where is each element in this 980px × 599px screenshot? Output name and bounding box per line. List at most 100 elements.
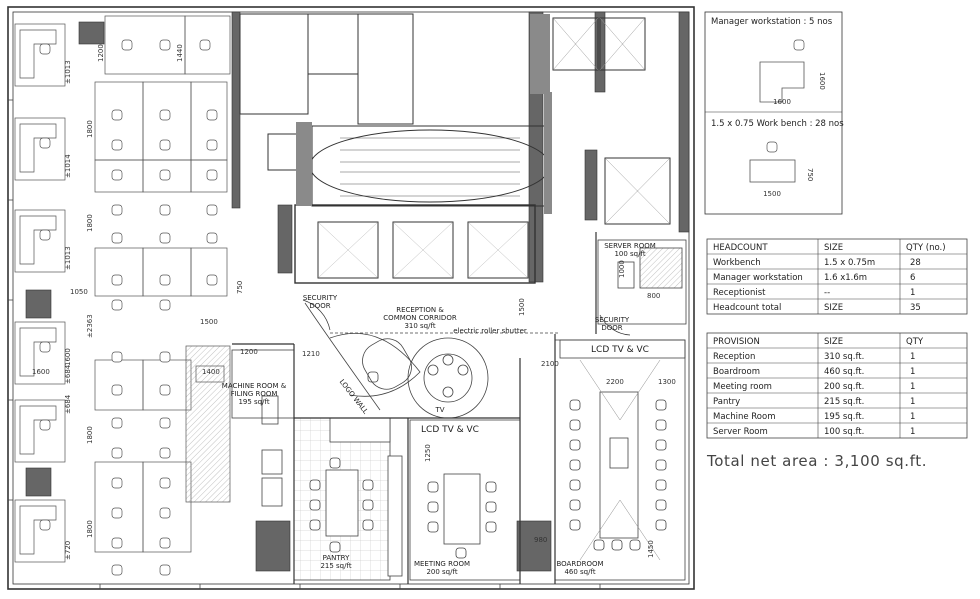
provision-row-2-col-1: Boardroom: [713, 367, 760, 377]
provision-row-6-col-1: Server Room: [713, 427, 768, 437]
dim-1600a: 1600: [64, 348, 72, 366]
headcount-row-4-col-1: Headcount total: [713, 303, 781, 313]
dim-1800a: 1800: [86, 120, 94, 138]
security-door-left-1: SECURITY: [303, 294, 338, 302]
partitions: [232, 232, 631, 584]
provision-row-1-col-2: 310 sq.ft.: [824, 352, 864, 362]
total-net-area: Total net area : 3,100 sq.ft.: [706, 452, 927, 470]
dim-2100: 2100: [541, 360, 559, 368]
headcount-row-1-col-3: 28: [910, 258, 921, 268]
legend-manager-label: Manager workstation : 5 nos: [711, 17, 833, 27]
headcount-row-4-col-2: SIZE: [824, 303, 843, 313]
dim-1600b: 1600: [32, 368, 50, 376]
machine-room-label-2: FILING ROOM: [231, 390, 278, 398]
pantry: [293, 417, 403, 581]
headcount-row-2-col-1: Manager workstation: [713, 273, 803, 283]
dim-1200b: 1200: [240, 348, 258, 356]
tv-label: TV: [434, 406, 444, 414]
dim-1500a: 1500: [200, 318, 218, 326]
dim-2363: ±2363: [86, 314, 94, 338]
legend-manager-height: 1600: [818, 72, 826, 90]
headcount-row-3-col-3: 1: [910, 288, 915, 298]
legend-bench-width: 1500: [763, 190, 781, 198]
headcount-row-1-col-1: Workbench: [713, 258, 761, 268]
legend-bench-height: 750: [806, 168, 814, 181]
dimension-labels: 1200 1440 ±1013 ±1014 1800 1800 1800 180…: [32, 44, 676, 560]
headcount-row-3-col-2: --: [824, 288, 830, 298]
dim-800: 800: [647, 292, 660, 300]
server-room-label-1: SERVER ROOM: [604, 242, 656, 250]
server-room: [597, 239, 687, 325]
dim-980: 980: [534, 536, 547, 544]
provision-row-6-col-3: 1: [910, 427, 915, 437]
provision-row-6-col-2: 100 sq.ft.: [824, 427, 864, 437]
boardroom-label-2: 460 sq/ft: [564, 568, 595, 576]
building-shell: [7, 6, 695, 590]
provision-row-4-col-1: Pantry: [713, 397, 740, 407]
provision-row-1-col-3: 1: [910, 352, 915, 362]
legend-box: Manager workstation : 5 nos 1600 1600 1.…: [704, 11, 844, 215]
bench-chair-symbol: [766, 141, 778, 153]
reception-label-3: 310 sq/ft: [404, 322, 435, 330]
manager-chair-symbol: [793, 39, 805, 51]
legend-manager-width: 1600: [773, 98, 791, 106]
security-door-right-2: DOOR: [601, 324, 622, 332]
logo-wall-label: LOGO WALL: [338, 378, 370, 416]
pantry-label-1: PANTRY: [323, 554, 350, 562]
dim-1050: 1050: [70, 288, 88, 296]
machine-room-label-1: MACHINE ROOM &: [222, 382, 287, 390]
boardroom-label-1: BOARDROOM: [556, 560, 603, 568]
provision-row-3-col-1: Meeting room: [713, 382, 772, 392]
dim-720: ±720: [64, 541, 72, 560]
core-walls: [296, 14, 552, 214]
dim-1800b: 1800: [86, 214, 94, 232]
lcd-meeting-label: LCD TV & VC: [421, 425, 479, 435]
machine-room: [231, 349, 295, 507]
boardroom: [554, 339, 686, 581]
security-door-right-1: SECURITY: [595, 316, 630, 324]
provision-header-1: PROVISION: [713, 337, 760, 347]
headcount-header-1: HEADCOUNT: [713, 243, 768, 253]
reception-area: [304, 302, 560, 419]
reception-label-2: COMMON CORRIDOR: [383, 314, 457, 322]
dim-750a: 750: [236, 281, 244, 294]
reception-label-1: RECEPTION &: [396, 306, 444, 314]
bench-desk-symbol: [749, 159, 796, 183]
dim-1210: 1210: [302, 350, 320, 358]
dim-1300: 1300: [658, 378, 676, 386]
dim-684a: ±684: [64, 364, 72, 384]
facade-ticks: [8, 99, 601, 589]
headcount-row-2-col-2: 1.6 x1.6m: [824, 273, 867, 283]
lcd-boardroom-label: LCD TV & VC: [591, 345, 649, 355]
dim-1500b: 1500: [518, 298, 526, 316]
provision-row-4-col-3: 1: [910, 397, 915, 407]
headcount-row-2-col-3: 6: [910, 273, 915, 283]
meeting-room-label-1: MEETING ROOM: [414, 560, 470, 568]
headcount-header-3: QTY (no.): [906, 243, 946, 253]
dim-1400: 1400: [202, 368, 220, 376]
provision-row-3-col-2: 200 sq.ft.: [824, 382, 864, 392]
room-labels: RECEPTION & COMMON CORRIDOR 310 sq/ft MA…: [222, 242, 656, 576]
provision-row-5-col-2: 195 sq.ft.: [824, 412, 864, 422]
manager-desk-symbol: [759, 61, 805, 103]
provision-header-3: QTY: [906, 337, 924, 347]
dim-1013: ±1013: [64, 60, 72, 84]
meeting-room-label-2: 200 sq/ft: [426, 568, 457, 576]
meeting-room: [409, 419, 521, 581]
headcount-row-1-col-2: 1.5 x 0.75m: [824, 258, 875, 268]
office-chairs: [39, 39, 218, 576]
provision-table: PROVISION SIZE QTY Reception 310 sq.ft. …: [706, 332, 968, 439]
dim-1800d: 1800: [86, 520, 94, 538]
dim-1800c: 1800: [86, 426, 94, 444]
security-door-left-2: DOOR: [309, 302, 330, 310]
provision-row-5-col-1: Machine Room: [713, 412, 776, 422]
server-room-label-2: 100 sq/ft: [614, 250, 645, 258]
provision-row-1-col-1: Reception: [713, 352, 755, 362]
provision-row-4-col-2: 215 sq.ft.: [824, 397, 864, 407]
headcount-table: HEADCOUNT SIZE QTY (no.) Workbench 1.5 x…: [706, 238, 968, 315]
provision-row-5-col-3: 1: [910, 412, 915, 422]
machine-room-label-3: 195 sq/ft: [238, 398, 269, 406]
headcount-row-3-col-1: Receptionist: [713, 288, 766, 298]
dim-684b: ±684: [64, 394, 72, 414]
